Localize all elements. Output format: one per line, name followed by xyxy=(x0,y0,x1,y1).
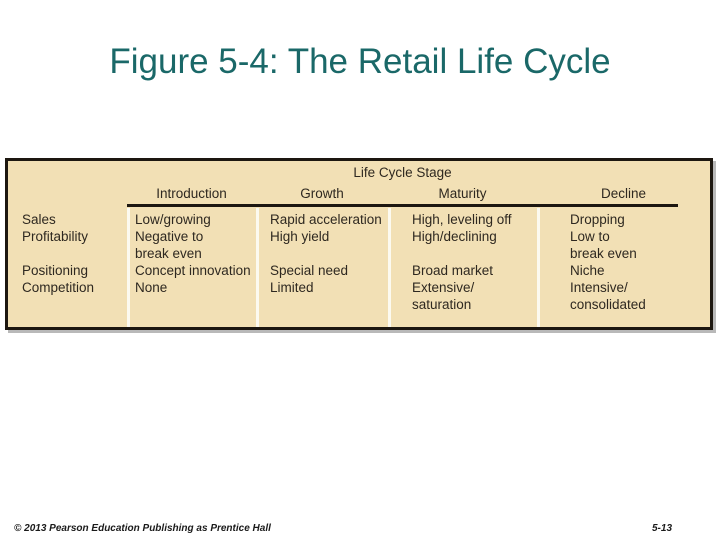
cell-line: High, leveling off xyxy=(412,212,512,227)
column-growth: Rapid acceleration High yield Special ne… xyxy=(256,208,388,327)
figure-body: Sales Profitability Positioning Competit… xyxy=(8,208,710,327)
column-header-introduction: Introduction xyxy=(156,186,227,201)
cell-line: Rapid acceleration xyxy=(270,212,382,227)
cell-line xyxy=(412,245,537,262)
cell-line: Broad market xyxy=(412,263,494,278)
slide-title: Figure 5-4: The Retail Life Cycle xyxy=(109,42,611,81)
cell-line: Extensive/ xyxy=(412,280,475,295)
row-label: Profitability xyxy=(22,229,89,244)
cell-line: break even xyxy=(570,246,637,261)
cell-line: consolidated xyxy=(570,297,646,312)
cell-line: Concept innovation xyxy=(135,263,251,278)
cell-line: None xyxy=(135,280,168,295)
retail-life-cycle-figure: Life Cycle Stage Introduction Growth Mat… xyxy=(5,158,713,330)
cell-line: Negative to xyxy=(135,229,204,244)
cell-line: saturation xyxy=(412,297,472,312)
figure-column-headers: Introduction Growth Maturity Decline xyxy=(8,186,710,201)
cell-line: Niche xyxy=(570,263,605,278)
row-label: Sales xyxy=(22,212,56,227)
cell-line: break even xyxy=(135,246,202,261)
column-header-decline: Decline xyxy=(600,186,647,201)
column-maturity: High, leveling off High/declining Broad … xyxy=(388,208,537,327)
cell-line: High yield xyxy=(270,229,330,244)
cell-line: High/declining xyxy=(412,229,497,244)
cell-line: Intensive/ xyxy=(570,280,628,295)
slide-number: 5-13 xyxy=(651,523,672,534)
row-label: Positioning xyxy=(22,263,89,278)
row-labels-column: Sales Profitability Positioning Competit… xyxy=(8,208,127,327)
column-introduction: Low/growing Negative to break even Conce… xyxy=(127,208,256,327)
column-header-maturity: Maturity xyxy=(438,186,487,201)
cell-line: Dropping xyxy=(570,212,625,227)
copyright-text: © 2013 Pearson Education Publishing as P… xyxy=(14,523,271,534)
cell-line: Low/growing xyxy=(135,212,211,227)
cell-line: Low to xyxy=(570,229,610,244)
cell-line: Special need xyxy=(270,263,349,278)
figure-spanning-header: Life Cycle Stage xyxy=(353,165,452,180)
row-label xyxy=(22,245,127,262)
cell-line: Limited xyxy=(270,280,314,295)
cell-line xyxy=(270,245,388,262)
column-header-growth: Growth xyxy=(300,186,344,201)
row-label: Competition xyxy=(22,280,95,295)
header-rule xyxy=(127,204,678,207)
column-decline: Dropping Low to break even Niche Intensi… xyxy=(537,208,710,327)
column-header-spacer xyxy=(8,186,127,201)
